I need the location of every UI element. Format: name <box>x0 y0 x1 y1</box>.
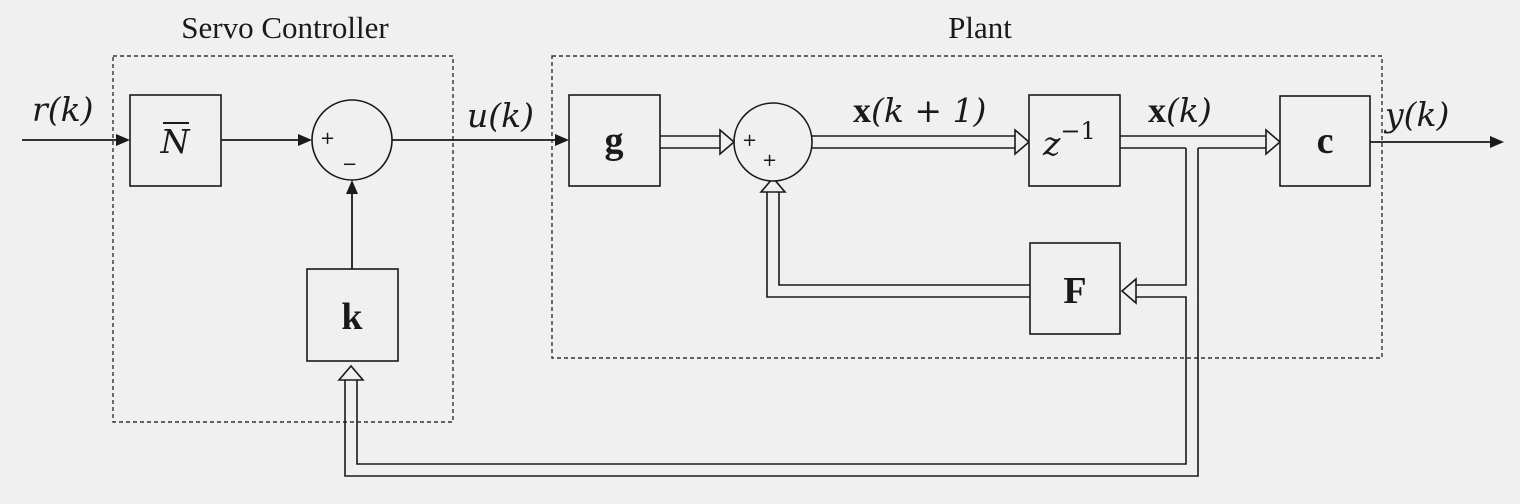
vector-x-feedback-branch <box>344 148 1199 477</box>
signal-r-var: r <box>32 90 50 129</box>
signal-y-arg: (k) <box>1404 95 1450 134</box>
signal-x-bold: x <box>1148 90 1166 130</box>
g-block <box>568 94 661 187</box>
vector-x-next <box>812 135 1015 149</box>
signal-x-next-arg: (k + 1) <box>871 91 986 130</box>
signal-u-label: u(k) <box>467 96 534 135</box>
nbar-block <box>129 94 222 187</box>
summing-junction-1 <box>311 99 393 181</box>
delay-base: z <box>1042 124 1061 163</box>
servo-controller-title: Servo Controller <box>181 10 389 45</box>
arrowhead-nbar-input <box>116 134 130 146</box>
signal-y-label: y(k) <box>1383 95 1449 134</box>
F-block-label: F <box>1063 270 1086 312</box>
signal-u-var: u <box>467 96 488 135</box>
signal-u-arg: (k) <box>488 96 534 135</box>
arrowhead-F-input <box>1120 277 1137 305</box>
arrowhead-g-input <box>555 134 569 146</box>
c-block <box>1279 95 1371 187</box>
plant-title: Plant <box>948 10 1012 45</box>
sum2-sign-plus-bottom: + <box>762 150 777 171</box>
signal-x-label: x(k) <box>1148 90 1212 130</box>
signal-y-var: y <box>1383 95 1404 134</box>
arrowhead-k-input <box>337 364 365 381</box>
sum1-sign-minus: − <box>342 154 357 175</box>
arrowhead-c-input <box>1265 128 1282 156</box>
vector-F-to-sum2 <box>766 192 1030 298</box>
c-block-label: c <box>1317 120 1334 162</box>
plant-boundary <box>551 55 1383 359</box>
k-block <box>306 268 399 362</box>
g-block-label: g <box>605 120 624 162</box>
vector-x-to-c <box>1120 135 1266 149</box>
arrowhead-sum1-bottom <box>346 180 358 194</box>
F-block <box>1029 242 1121 335</box>
nbar-block-label: N <box>160 122 191 161</box>
signal-r-label: r(k) <box>32 90 94 129</box>
delay-block-label: z−1 <box>1042 117 1096 163</box>
signal-r-arg: (k) <box>48 90 94 129</box>
sum1-sign-plus: + <box>320 128 335 149</box>
delay-exponent: −1 <box>1060 117 1095 145</box>
k-block-label: k <box>341 296 363 338</box>
arrowhead-sum1-input <box>298 134 312 146</box>
sum2-sign-plus-top: + <box>742 130 757 151</box>
arrowhead-delay-input <box>1014 128 1031 156</box>
arrowhead-y-output <box>1490 136 1504 148</box>
vector-g-to-sum2 <box>660 135 720 149</box>
delay-block <box>1028 94 1121 187</box>
arrowhead-sum2-input <box>719 128 736 156</box>
signal-x-next-bold: x <box>853 90 871 130</box>
servo-controller-boundary <box>112 55 454 423</box>
signal-x-arg: (k) <box>1166 91 1212 130</box>
summing-junction-2 <box>733 102 813 182</box>
signal-x-next-label: x(k + 1) <box>853 90 986 130</box>
arrowhead-sum2-bottom <box>759 176 787 193</box>
